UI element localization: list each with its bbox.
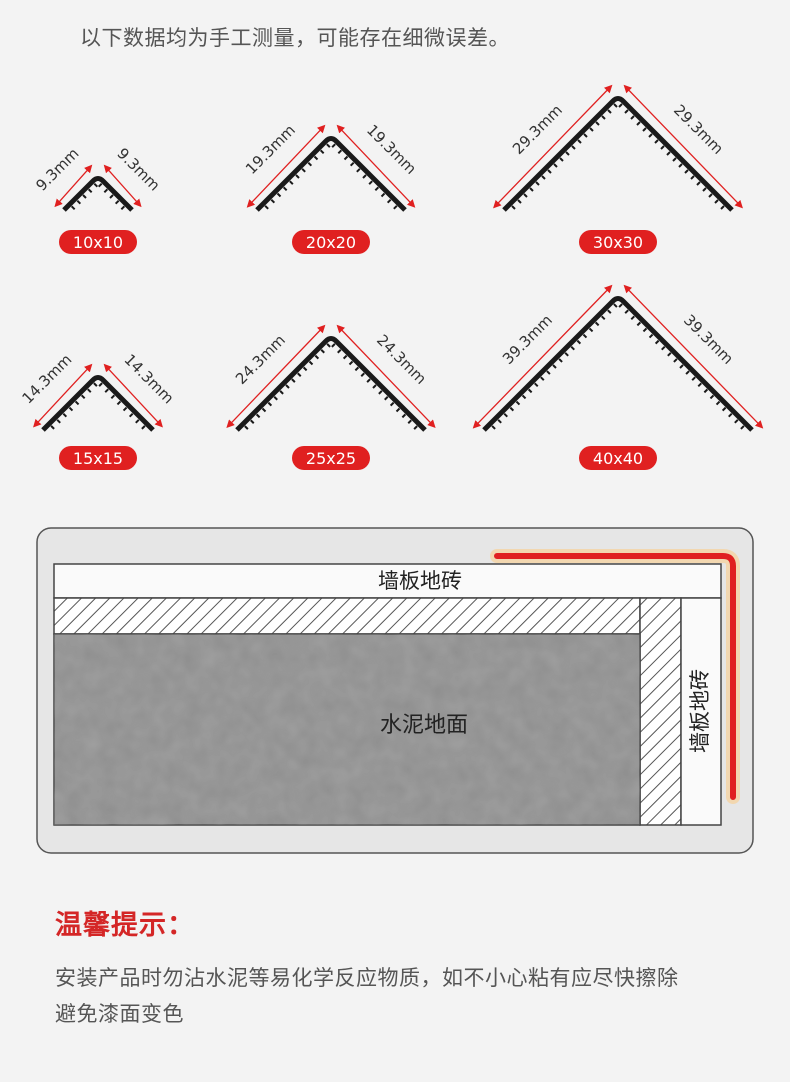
dimension-arrow-left — [493, 84, 613, 209]
side-length-label-left: 14.3mm — [18, 350, 75, 407]
trim-profile-shape — [502, 96, 734, 212]
dimension-arrow-right — [623, 284, 764, 429]
size-badge-label: 30x30 — [593, 233, 643, 252]
side-length-label-right: 39.3mm — [680, 311, 737, 368]
dimension-arrow-right — [623, 84, 743, 209]
tips-title: 温馨提示： — [55, 910, 195, 941]
side-length-label-right: 29.3mm — [670, 101, 727, 158]
installation-diagram: 墙板地砖 水泥地面 墙板地砖 — [36, 527, 754, 854]
side-length-label-left: 24.3mm — [232, 331, 289, 388]
side-length-label-left: 39.3mm — [499, 311, 556, 368]
adhesive-layer-side — [639, 597, 682, 826]
dimension-arrow-left — [226, 324, 326, 429]
side-length-label-right: 14.3mm — [121, 350, 178, 407]
dimension-arrow-left — [54, 164, 93, 208]
side-length-label-right: 9.3mm — [113, 144, 163, 194]
tips-body: 安装产品时勿沾水泥等易化学反应物质，如不小心粘有应尽快擦除 避免漆面变色 — [55, 960, 745, 1032]
dimension-arrow-left — [246, 124, 326, 208]
size-badge-label: 15x15 — [73, 449, 123, 468]
trim-serration — [264, 143, 398, 210]
size-badge — [59, 446, 137, 470]
side-length-label-left: 9.3mm — [32, 144, 82, 194]
size-badge — [579, 446, 657, 470]
size-badge — [292, 230, 370, 254]
trim-profile-shape — [235, 336, 427, 432]
dimension-arrow-right — [336, 324, 436, 429]
size-badge — [59, 230, 137, 254]
side-length-label-left: 19.3mm — [242, 121, 299, 178]
size-badge — [292, 446, 370, 470]
size-badge — [579, 230, 657, 254]
size-badge-label: 10x10 — [73, 233, 123, 252]
adhesive-layer-top — [53, 597, 641, 635]
trim-profile-shape — [482, 296, 754, 432]
profile-30x30: 29.3mm 29.3mm 30x30 — [493, 84, 743, 254]
dimension-arrow-left — [33, 363, 93, 428]
profile-10x10: 9.3mm 9.3mm 10x10 — [32, 144, 164, 254]
profile-25x25: 24.3mm 24.3mm 25x25 — [226, 324, 436, 470]
corner-trim-red — [494, 553, 736, 800]
profile-40x40: 39.3mm 39.3mm 40x40 — [472, 284, 764, 470]
profile-20x20: 19.3mm 19.3mm 20x20 — [242, 121, 420, 254]
dimension-arrow-left — [472, 284, 613, 429]
side-length-label-left: 29.3mm — [509, 101, 566, 158]
trim-profile-shape — [255, 136, 407, 212]
dimension-arrow-right — [336, 124, 416, 208]
size-badge-label: 20x20 — [306, 233, 356, 252]
dimension-arrow-right — [103, 164, 142, 208]
top-tile-label: 墙板地砖 — [378, 569, 462, 593]
cement-label: 水泥地面 — [380, 713, 468, 738]
side-length-label-right: 19.3mm — [363, 121, 420, 178]
cement-texture — [54, 634, 640, 825]
tips-line-2: 避免漆面变色 — [55, 1002, 184, 1026]
profile-15x15: 14.3mm 14.3mm 15x15 — [18, 350, 178, 470]
side-tile — [680, 597, 722, 826]
side-length-label-right: 24.3mm — [373, 331, 430, 388]
size-badge-label: 25x25 — [306, 449, 356, 468]
size-badge-label: 40x40 — [593, 449, 643, 468]
tips-line-1: 安装产品时勿沾水泥等易化学反应物质，如不小心粘有应尽快擦除 — [55, 966, 679, 990]
trim-profile-shape — [41, 375, 155, 432]
dimension-arrow-right — [103, 363, 163, 428]
trim-serration — [491, 303, 745, 430]
side-tile-label: 墙板地砖 — [688, 669, 712, 753]
trim-profile-shape — [62, 176, 134, 212]
measurement-note: 以下数据均为手工测量，可能存在细微误差。 — [80, 26, 510, 50]
